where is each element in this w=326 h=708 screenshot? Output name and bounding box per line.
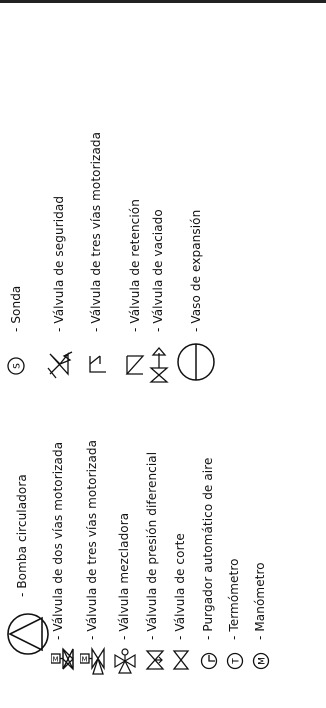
label-bomba-circuladora: - Bomba circuladora [15, 474, 29, 597]
thermometer-icon: T [226, 652, 244, 670]
thermometer-letter: T [232, 658, 242, 665]
gauge-letter: M [258, 657, 268, 665]
probe-letter: S [13, 363, 23, 369]
shut-off-valve-icon [172, 649, 190, 671]
label-valvula-tres-vias-alt: - Válvula de tres vías motorizada [89, 131, 103, 332]
label-sonda: - Sonda [9, 285, 23, 332]
label-valvula-dos-vias: - Válvula de dos vías motorizada [51, 441, 65, 640]
label-vaso-expansion: - Vaso de expansión [189, 209, 203, 332]
label-valvula-mezcladora: - Válvula mezcladora [117, 512, 131, 640]
label-valvula-retencion: - Válvula de retención [128, 199, 142, 332]
svg-text:M: M [81, 656, 87, 664]
safety-valve-icon [46, 350, 74, 380]
pressure-gauge-icon: M [252, 652, 270, 670]
two-way-motorized-valve-icon: M [51, 646, 75, 672]
three-way-motorized-valve-alt-icon [86, 352, 110, 378]
label-valvula-corte: - Válvula de corte [173, 533, 187, 640]
mixing-valve-icon [114, 648, 136, 674]
label-valvula-seguridad: - Válvula de seguridad [52, 195, 66, 332]
label-valvula-vaciado: - Válvula de vaciado [151, 209, 165, 332]
top-border [0, 0, 326, 3]
label-valvula-presion-diferencial: - Válvula de presión diferencial [145, 451, 159, 640]
probe-icon: S [6, 356, 26, 376]
label-termometro: - Termómetro [227, 558, 241, 640]
drain-valve-icon [148, 346, 170, 384]
label-valvula-tres-vias: - Válvula de tres vías motorizada [85, 439, 99, 640]
check-valve-icon [124, 353, 146, 377]
three-way-motorized-valve-symbol: M [80, 643, 106, 675]
label-purgador: - Purgador automático de aire [201, 457, 215, 640]
svg-text:M: M [52, 656, 58, 664]
differential-pressure-valve-icon [145, 649, 165, 671]
circulator-pump-icon [6, 612, 50, 656]
expansion-vessel-icon [176, 342, 216, 382]
automatic-air-vent-icon [200, 652, 218, 670]
label-manometro: - Manómetro [253, 562, 267, 640]
